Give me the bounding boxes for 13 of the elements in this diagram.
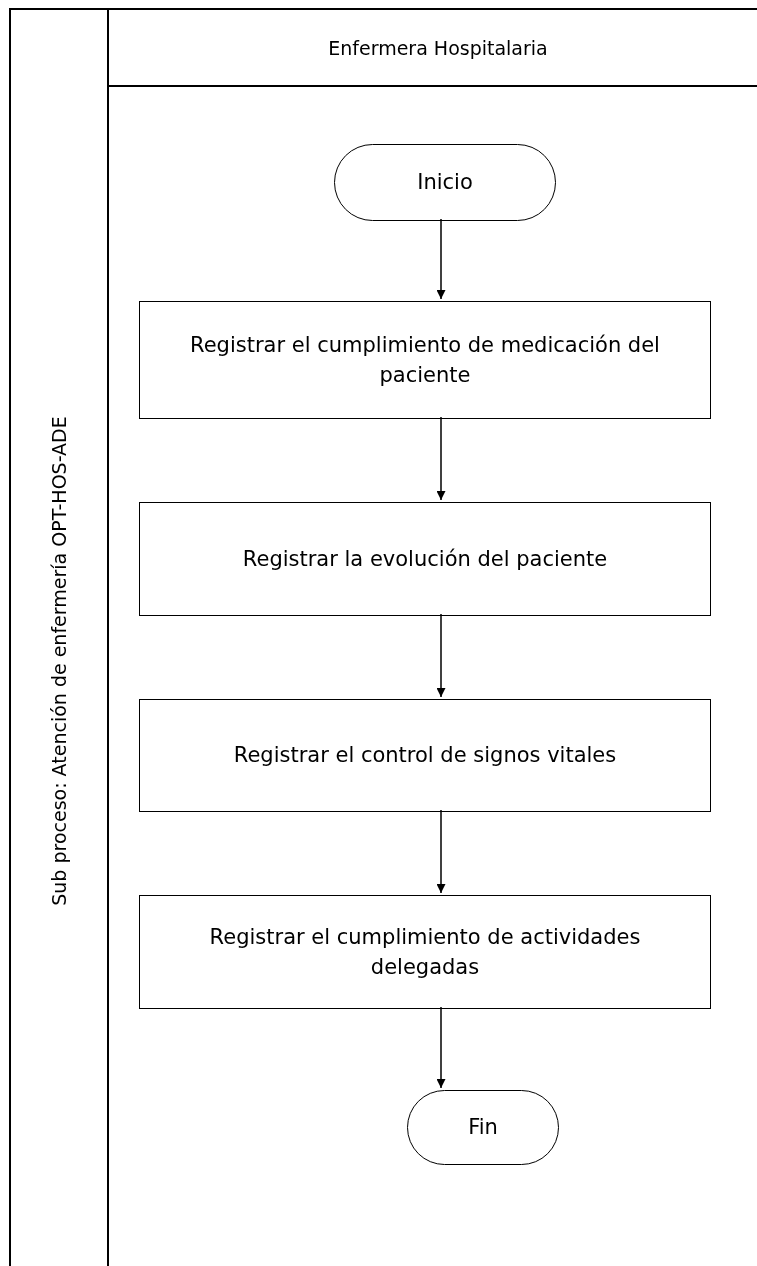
terminator-shape: Fin [407, 1090, 559, 1165]
arrow [436, 613, 446, 698]
lane-header: Enfermera Hospitalaria [109, 10, 757, 87]
terminator-shape: Inicio [334, 144, 556, 221]
arrow [436, 218, 446, 300]
arrow [436, 1006, 446, 1089]
process-box: Registrar el cumplimiento de actividades delegadas [139, 895, 711, 1009]
arrow [436, 809, 446, 894]
arrow [436, 416, 446, 501]
process-box: Registrar la evolución del paciente [139, 502, 711, 616]
pool-label: Sub proceso: Atención de enfermería OPT-HOS-ADE [48, 415, 70, 908]
process-box: Registrar el control de signos vitales [139, 699, 711, 812]
process-box: Registrar el cumplimiento de medicación del paciente [139, 301, 711, 419]
